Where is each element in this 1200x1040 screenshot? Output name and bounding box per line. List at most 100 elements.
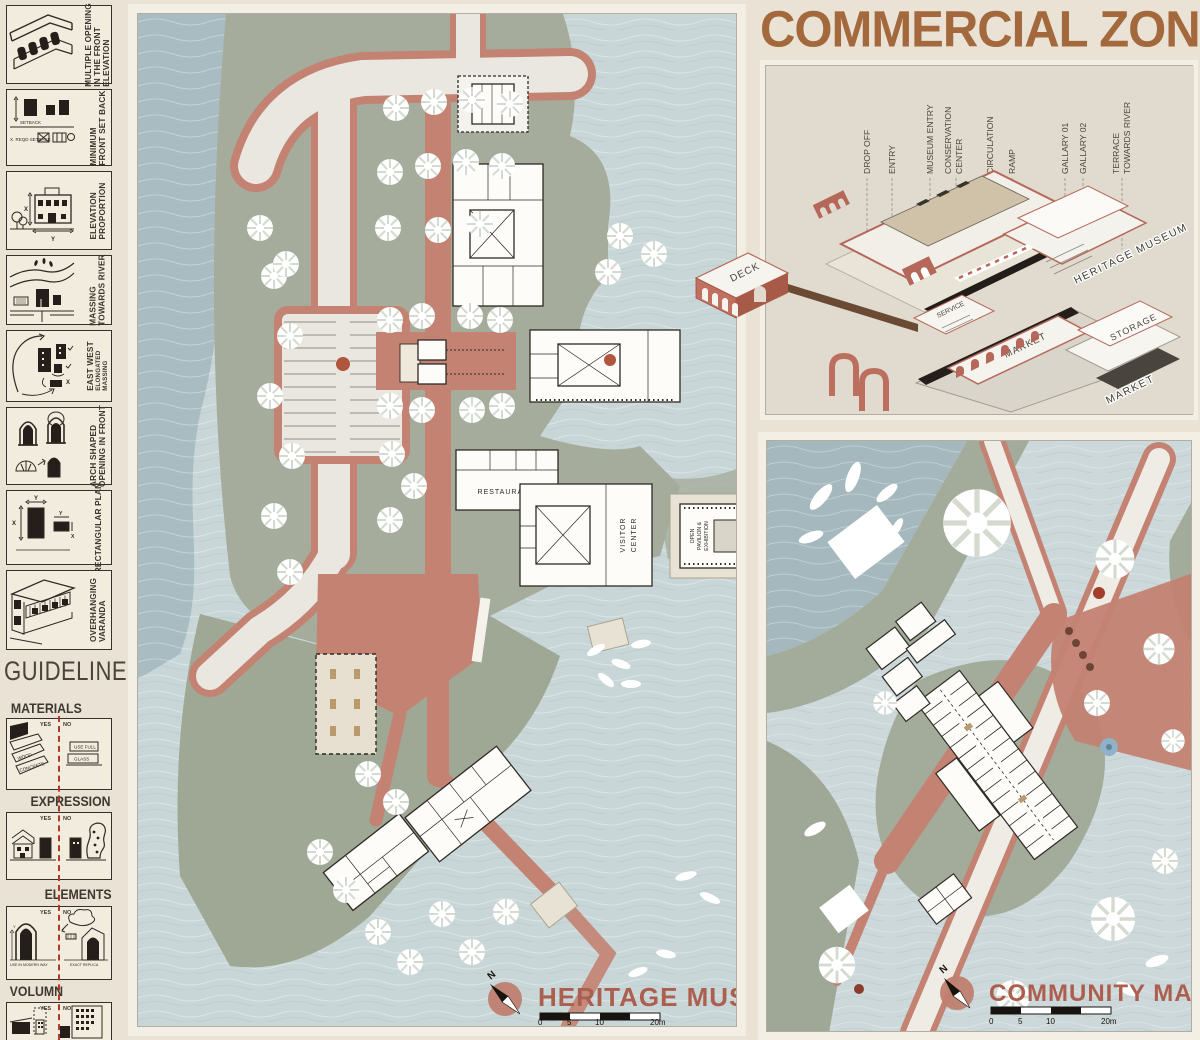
- dim-x: X: [24, 207, 28, 213]
- pavilion-label-3: EXHIBITION: [704, 521, 710, 551]
- label-line: PROPORTION: [98, 181, 107, 240]
- guideline-item-massing-river: MASSING TOWARDS RIVER: [6, 254, 112, 326]
- guideline-label: RECTANGULAR PLAN: [94, 482, 103, 572]
- section-title-expression: EXPRESSION: [30, 793, 111, 809]
- commercial-zone-panel: DROP OFF ENTRY MUSEUM ENTRY CONSERVATION…: [694, 60, 1198, 420]
- guideline-item-overhanging-varanda: OVERHANGING VARANDA: [6, 570, 112, 650]
- dots-and-accents: [854, 587, 1118, 994]
- community-site-plan: N COMMUNITY MARKET 0 5 10 20m: [767, 441, 1192, 1031]
- sketch-setback-icon: SETBACK X. REQD SETBACK: [10, 96, 75, 143]
- scale-0: 0: [538, 1018, 543, 1026]
- dim-x: X: [66, 380, 70, 386]
- sketch-elements-icon: Y USE IN MODERN WAY EXACT REPLICA: [9, 909, 108, 967]
- pavilion-label-2: PAVILION &: [697, 521, 703, 550]
- guideline-title: GUIDELINE: [4, 656, 128, 686]
- no-label: NO: [63, 910, 72, 916]
- service-slab: SERVICE: [912, 294, 996, 335]
- sketch-massing-river-icon: [9, 258, 75, 322]
- svg-text:Y: Y: [13, 924, 16, 929]
- market-road: [1096, 348, 1180, 389]
- reception-buildings: [399, 339, 506, 385]
- sketch-materials-icon: WOOD CONCRETE USE FULL GLASS: [9, 722, 102, 775]
- guideline-item-rectangular-plan: Y X Y X RECTANGULAR PLAN: [6, 482, 112, 573]
- callout-conservation: CONSERVATION: [943, 107, 953, 174]
- axon-deck: DECK: [694, 252, 918, 332]
- callout-towards-river: TOWARDS RIVER: [1122, 102, 1132, 174]
- guideline-item-east-west: X EAST WEST ELONGATED MASSING: [6, 330, 112, 402]
- scale-5: 5: [1018, 1017, 1023, 1026]
- restaurant-building: RESTAURANT: [455, 449, 559, 511]
- callout-gallary-02: GALLARY 02: [1078, 122, 1088, 174]
- red-dot-accent: [604, 354, 616, 366]
- guideline-label: MULTIPLE OPENING IN THE FRONT ELEVATION: [85, 3, 112, 87]
- dim-y: Y: [51, 237, 55, 243]
- yes-no-divider-line: [58, 716, 60, 1040]
- guideline-label: MINIMUM FRONT SET BACK: [89, 90, 107, 165]
- drop-off-arches: [812, 190, 850, 219]
- reqd-note: X. REQD SETBACK: [10, 137, 51, 142]
- north-cluster: [865, 601, 957, 723]
- guideline-label: OVERHANGING VARANDA: [89, 578, 107, 642]
- no-caption: EXACT REPLICA: [70, 963, 99, 967]
- piers: [471, 597, 630, 929]
- market-buildings: [865, 601, 1079, 926]
- label-line: ELEVATION: [102, 38, 112, 87]
- commercial-axon-drawing: DROP OFF ENTRY MUSEUM ENTRY CONSERVATION…: [694, 66, 1194, 414]
- no-label: NO: [63, 816, 72, 822]
- yes-label: YES: [40, 722, 52, 728]
- sketch-rect-plan-icon: Y X Y X: [12, 496, 75, 551]
- label-line: FRONT SET BACK: [98, 89, 107, 166]
- north-arrow: N: [486, 969, 522, 1016]
- callout-gallary-01: GALLARY 01: [1060, 122, 1070, 174]
- glass-note-1: USE FULL: [74, 745, 96, 750]
- callout-entry: ENTRY: [887, 145, 897, 174]
- yes-caption: USE IN MODERN WAY: [10, 963, 48, 967]
- label-line: ELEVATION: [89, 191, 98, 240]
- dim-x: X: [12, 521, 16, 527]
- jetties: [798, 461, 1169, 997]
- heritage-plan-title: HERITAGE MUSEUM: [538, 982, 736, 1012]
- scale-5: 5: [567, 1018, 572, 1026]
- guideline-label: MASSING TOWARDS RIVER: [89, 254, 107, 326]
- label-line: RECTANGULAR PLAN: [93, 482, 103, 573]
- north-arrow: N: [938, 963, 974, 1010]
- east-hall-building: [529, 329, 681, 403]
- leaf-motifs: [798, 461, 1169, 997]
- storage-blocks: STORAGE: [1064, 300, 1182, 372]
- section-title-elements: ELEMENTS: [44, 886, 112, 902]
- open-pavilion-building: OPEN PAVILION & EXHIBITION: [669, 493, 736, 579]
- guideline-label: EAST WEST ELONGATED MASSING: [87, 341, 110, 391]
- wood-note: WOOD: [17, 752, 33, 761]
- concrete-note: CONCRETE: [19, 761, 45, 773]
- community-plan-title: COMMUNITY MARKET: [989, 980, 1192, 1007]
- callout-terrace: TERRACE: [1111, 133, 1121, 174]
- dim-y: Y: [34, 496, 38, 502]
- guideline-item-arch-opening: ARCH SHAPED OPENING IN FRONT: [6, 405, 112, 487]
- pavilion-label-1: OPEN: [690, 528, 696, 543]
- freestanding-arches: [829, 352, 889, 411]
- visitor-label-1: VISITOR: [620, 518, 627, 553]
- label-line: TOWARDS RIVER: [98, 254, 107, 326]
- scale-20m: 20m: [650, 1018, 666, 1026]
- water-leaf-motifs: [587, 639, 721, 978]
- scale-bar: 0 5 10 20m: [989, 1006, 1117, 1026]
- visitor-label-2: CENTER: [631, 518, 638, 553]
- museum-building: [452, 163, 544, 307]
- deck-walkway: [788, 284, 918, 332]
- south-small-building: [917, 872, 973, 926]
- label-line: ARCH SHAPED: [89, 424, 98, 487]
- svg-text:Y: Y: [59, 511, 63, 517]
- scale-0: 0: [989, 1017, 994, 1026]
- scale-10: 10: [1046, 1017, 1055, 1026]
- guideline-sidebar: MULTIPLE OPENING IN THE FRONT ELEVATION …: [0, 0, 127, 1040]
- heritage-museum-panel: RESTAURANT VISITOR CENTER OPEN PAVILION …: [128, 4, 746, 1036]
- section-title-volumn: VOLUMN: [9, 983, 64, 999]
- yes-label: YES: [40, 910, 52, 916]
- callout-circulation: CIRCULATION: [985, 116, 995, 174]
- axon-museum-complex: HERITAGE MUSEUM: [812, 169, 1191, 313]
- guideline-label: ELEVATION PROPORTION: [89, 182, 107, 239]
- scale-bar: 0 5 10 20m: [538, 1012, 666, 1026]
- yes-label: YES: [40, 1006, 52, 1012]
- restaurant-label: RESTAURANT: [478, 489, 535, 496]
- guideline-item-front-setback: SETBACK X. REQD SETBACK MINIMUM FRONT SE…: [6, 89, 112, 166]
